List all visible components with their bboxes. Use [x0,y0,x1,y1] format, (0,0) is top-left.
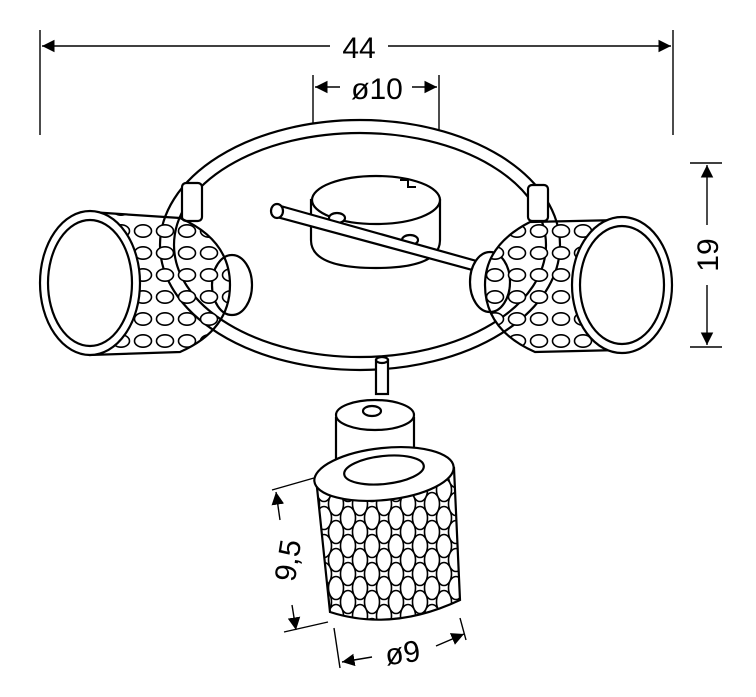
bottom-socket-screw [361,404,383,418]
right-shade-glass [578,224,666,346]
left-mount-post [180,181,204,223]
spotlight-bottom [313,355,462,621]
shade-height-extension-top [271,477,315,491]
shade-diameter-arrow-right [435,633,465,647]
shade-height-dimension: 9,5 [269,477,329,633]
shade-diameter-extension-right [459,617,467,641]
spotlight-left [38,181,254,357]
shade-height-extension-bottom [283,621,329,633]
bottom-stem-top [374,355,390,365]
spotlight-right [468,183,674,355]
width-dimension: 44 [39,30,674,135]
right-mount-post [526,183,550,223]
shade-diameter-dimension: ø9 [333,617,467,673]
base-diameter-label: ø10 [351,73,403,106]
shade-height-arrow-bottom [287,604,301,631]
width-label: 44 [342,32,375,65]
base-diameter-dimension: ø10 [312,73,440,180]
height-label: 19 [692,238,725,271]
bottom-shade-opening [343,454,425,486]
canopy-slot [400,179,416,188]
shade-diameter-label: ø9 [383,635,422,673]
bottom-stem [374,358,390,396]
height-dimension: 19 [690,162,725,348]
shade-height-label: 9,5 [269,537,308,583]
shade-diameter-arrow-left [341,653,373,667]
shade-height-arrow-top [271,491,285,521]
arm-end-cap [269,202,285,220]
shade-diameter-extension-left [333,627,341,669]
bottom-shade [314,466,462,621]
left-shade-glass [46,218,134,348]
